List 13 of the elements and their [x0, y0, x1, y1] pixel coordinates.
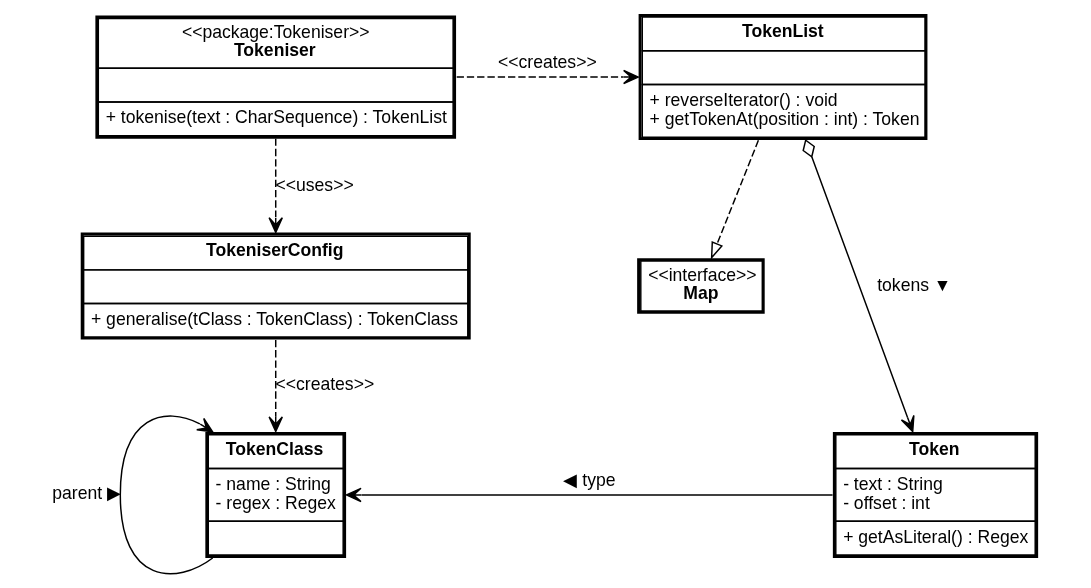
- arrow: [268, 339, 284, 433]
- arrow: [268, 137, 284, 234]
- edge-label: parent ▶: [52, 483, 121, 504]
- arrow: [710, 139, 760, 260]
- edge-label: <<creates>>: [275, 374, 375, 395]
- edge-label: tokens ▼: [877, 274, 952, 295]
- arrow: [345, 487, 834, 503]
- arrow: [802, 138, 915, 433]
- arrow: [456, 69, 640, 85]
- edge-label: <<creates>>: [497, 51, 597, 72]
- edge-label: <<uses>>: [275, 174, 354, 195]
- arrow: [119, 415, 214, 575]
- edge-label: ◀ type: [563, 469, 616, 490]
